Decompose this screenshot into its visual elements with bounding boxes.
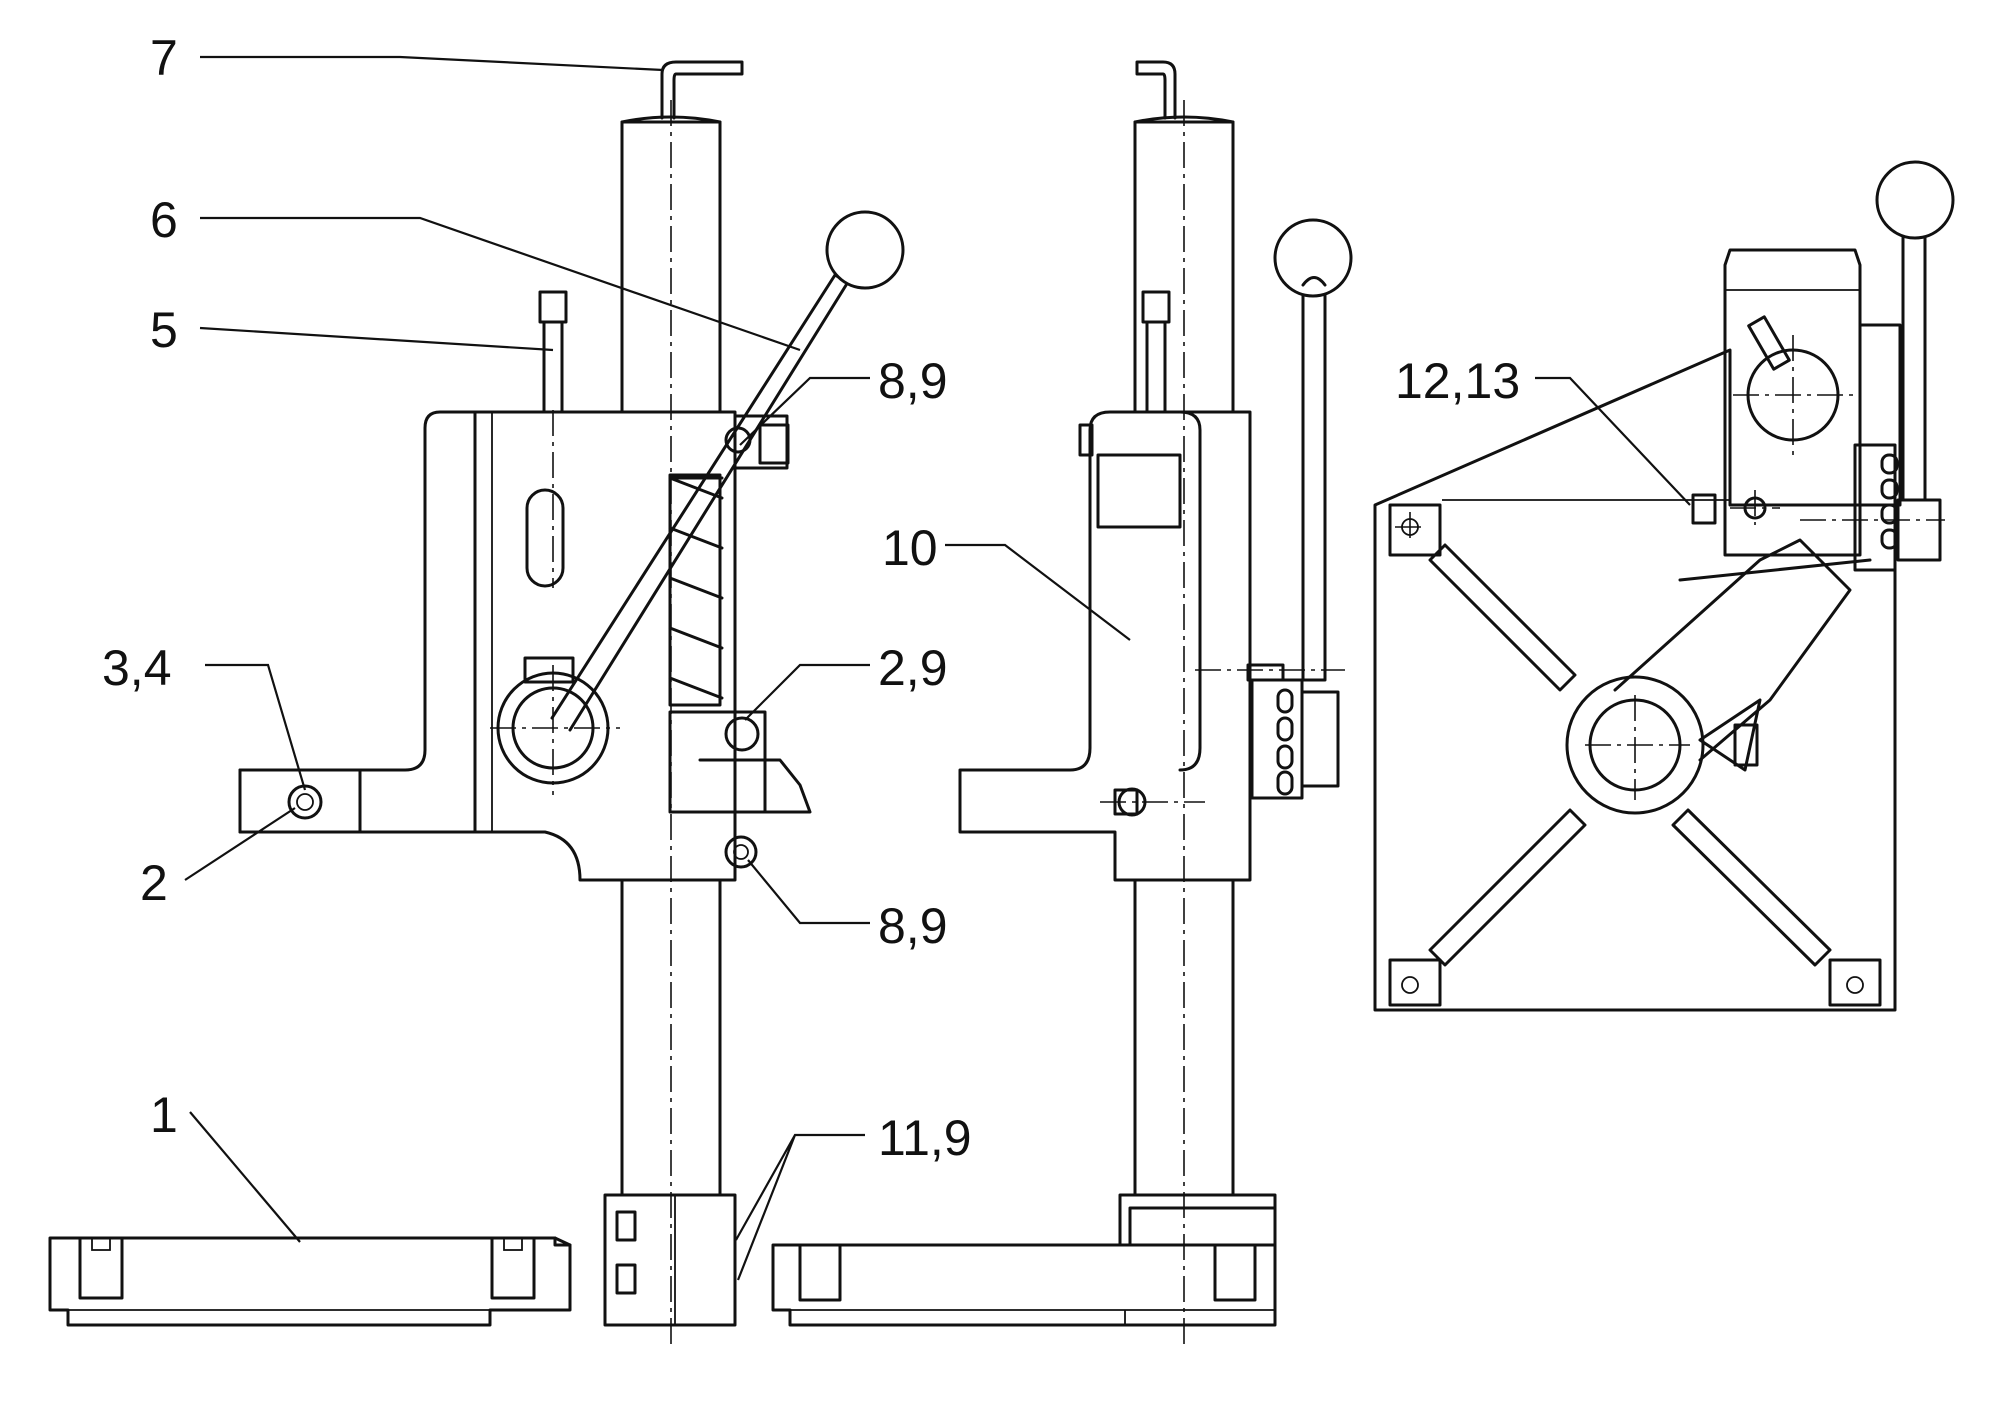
side-depth-rod [1135,60,1177,120]
callout-7: 7 [150,30,178,86]
callout-8-9-top: 8,9 [878,353,948,409]
callout-1: 1 [150,1087,178,1143]
side-view [771,60,1353,1345]
top-lever [1875,160,1955,502]
front-screw-2 [287,784,323,820]
side-base [771,1193,1277,1327]
callout-8-9-bottom: 8,9 [878,898,948,954]
callout-labels: 7 6 5 8,9 3,4 2,9 2 8,9 10 12,13 1 11,9 [102,30,1520,1166]
side-carriage [958,410,1285,882]
front-base [48,1236,572,1327]
callout-2-9: 2,9 [878,640,948,696]
callout-3-4: 3,4 [102,640,172,696]
callout-10: 10 [882,520,938,576]
callout-5: 5 [150,302,178,358]
callout-6: 6 [150,192,178,248]
front-depth-rod [660,60,744,120]
front-column-foot [603,1193,737,1327]
front-lever [550,210,905,732]
callout-11-9: 11,9 [878,1110,972,1166]
top-view [1373,160,1955,1012]
front-screw-89b [724,835,758,869]
callout-2: 2 [140,855,168,911]
side-lever [1273,218,1353,682]
front-view [48,60,905,1345]
callout-12-13: 12,13 [1395,353,1520,409]
leader-lines [184,55,1691,1281]
side-stop-rod [1141,290,1171,414]
front-stop-rod [538,290,568,414]
side-pinion [1250,678,1340,800]
front-carriage [238,410,812,882]
front-screw-29 [724,716,760,752]
top-base-plate [1373,348,1897,1012]
